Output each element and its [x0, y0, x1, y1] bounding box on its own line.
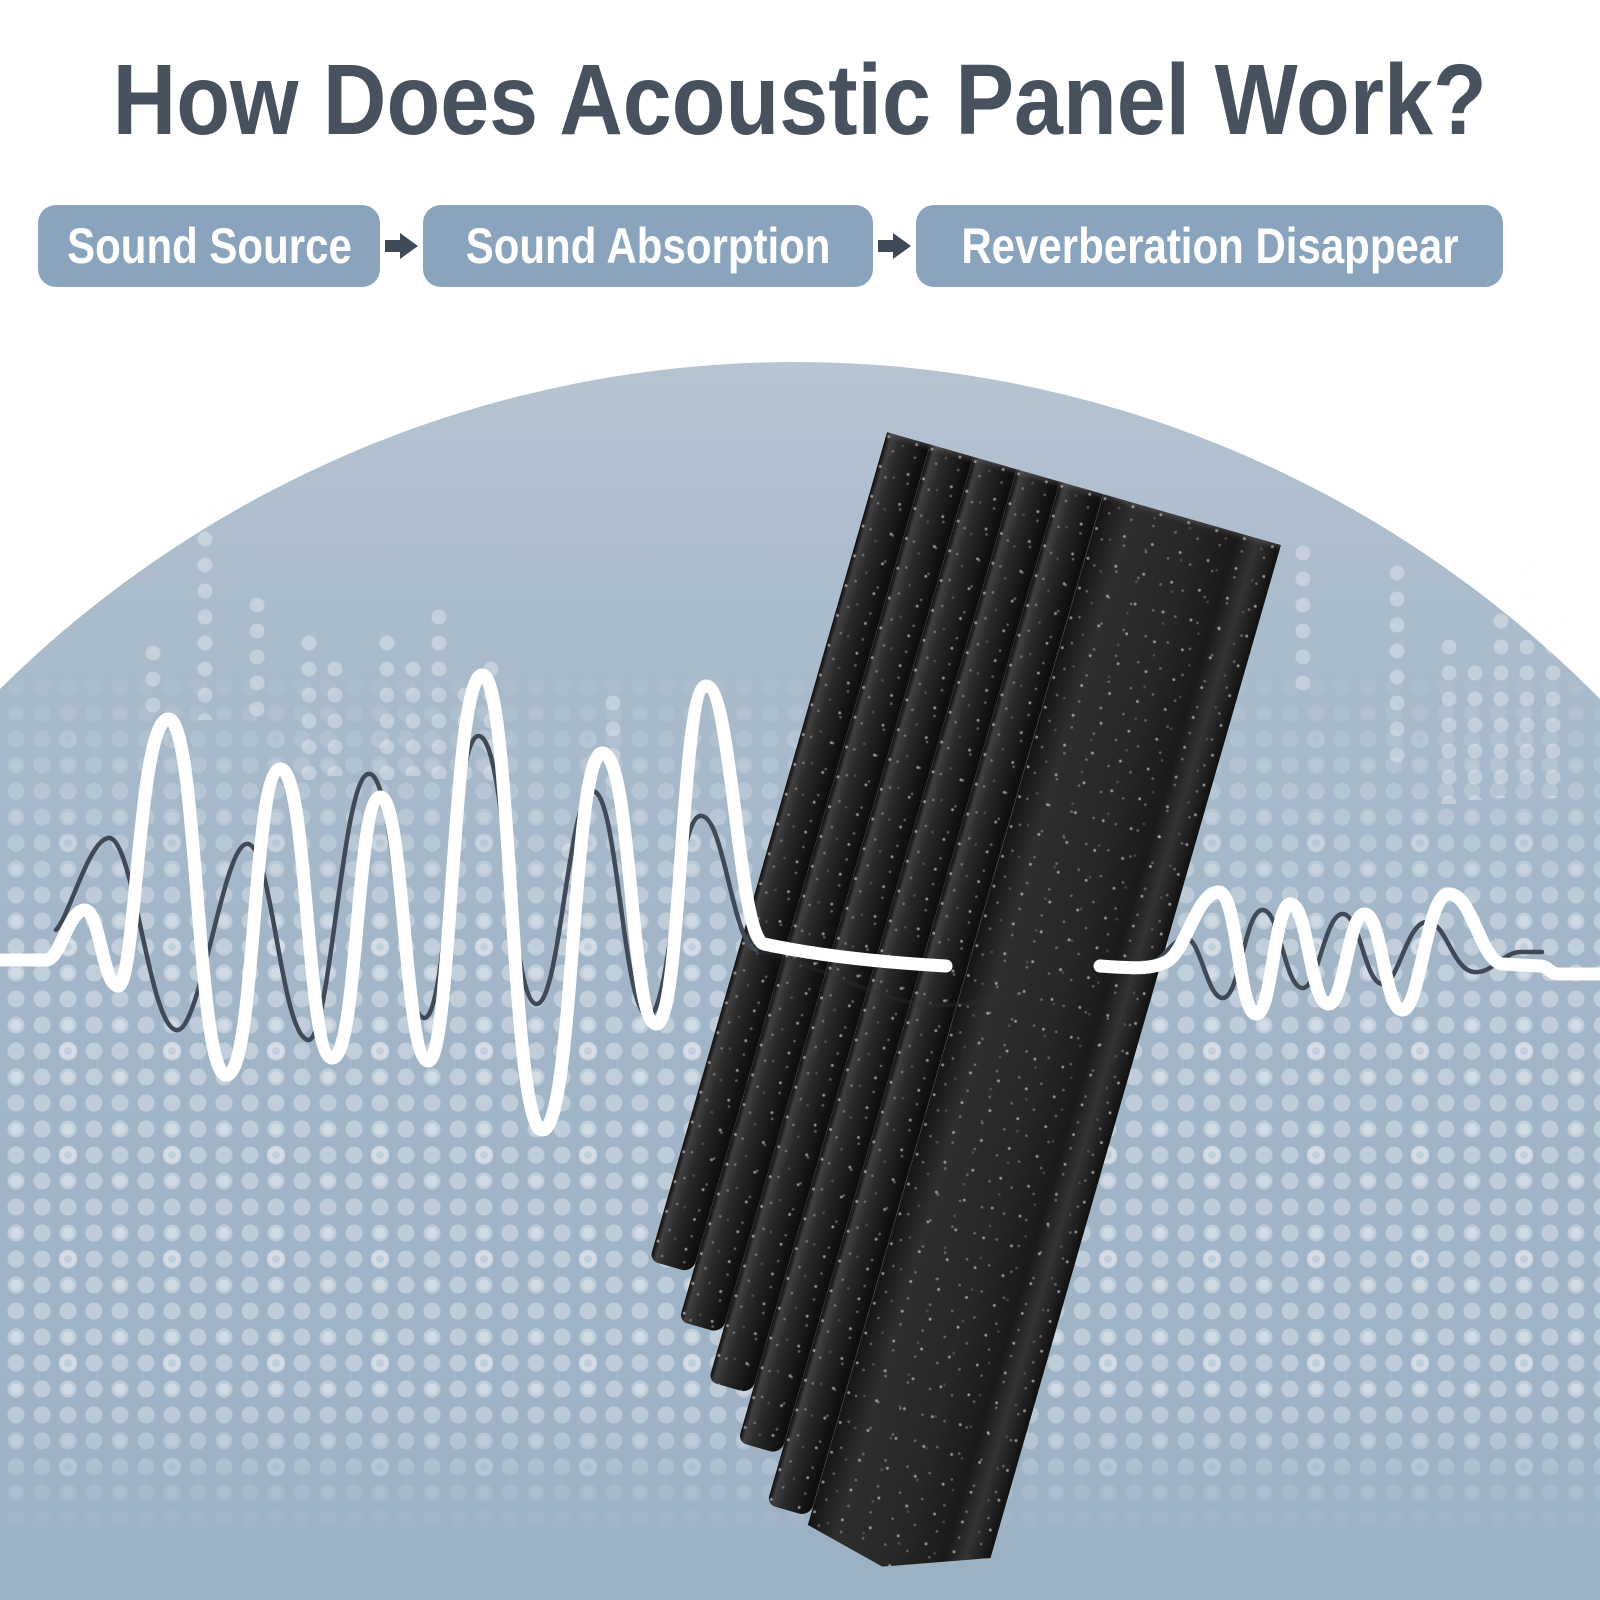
halftone-dot-column [374, 630, 400, 780]
flow-step-sound-source: Sound Source [38, 205, 380, 287]
halftone-dot-column [1462, 660, 1488, 800]
halftone-dot-column [1384, 560, 1410, 770]
right-arrow-icon [385, 233, 418, 259]
halftone-dot-column [1540, 608, 1566, 798]
flow-step-label: Sound Absorption [465, 218, 831, 274]
absorbed-wave-line [754, 948, 1018, 1008]
halftone-dot-column [140, 640, 166, 720]
halftone-dot-column [426, 604, 452, 779]
right-arrow-icon [878, 233, 911, 259]
flow-step-label: Sound Source [66, 218, 352, 274]
halftone-dot-column [1488, 608, 1514, 798]
halftone-dot-column [1436, 634, 1462, 804]
flow-step-sound-absorption: Sound Absorption [423, 205, 873, 287]
flow-step-reverberation-disappear: Reverberation Disappear [916, 205, 1503, 287]
halftone-dot-column [244, 592, 270, 722]
halftone-dot-column [192, 500, 218, 720]
process-flow: Sound Source Sound Absorption Reverberat… [38, 205, 1503, 287]
halftone-dot-column [322, 656, 348, 776]
halftone-dot-column [1290, 540, 1316, 700]
halftone-dot-column [1514, 556, 1540, 796]
flow-step-label: Reverberation Disappear [960, 218, 1459, 274]
page-title-text: How Does Acoustic Panel Work? [112, 44, 1488, 156]
halftone-dot-column [296, 630, 322, 780]
page-title: How Does Acoustic Panel Work? [0, 48, 1600, 153]
halftone-dot-column [400, 656, 426, 776]
incident-wave-line [0, 668, 1600, 1137]
